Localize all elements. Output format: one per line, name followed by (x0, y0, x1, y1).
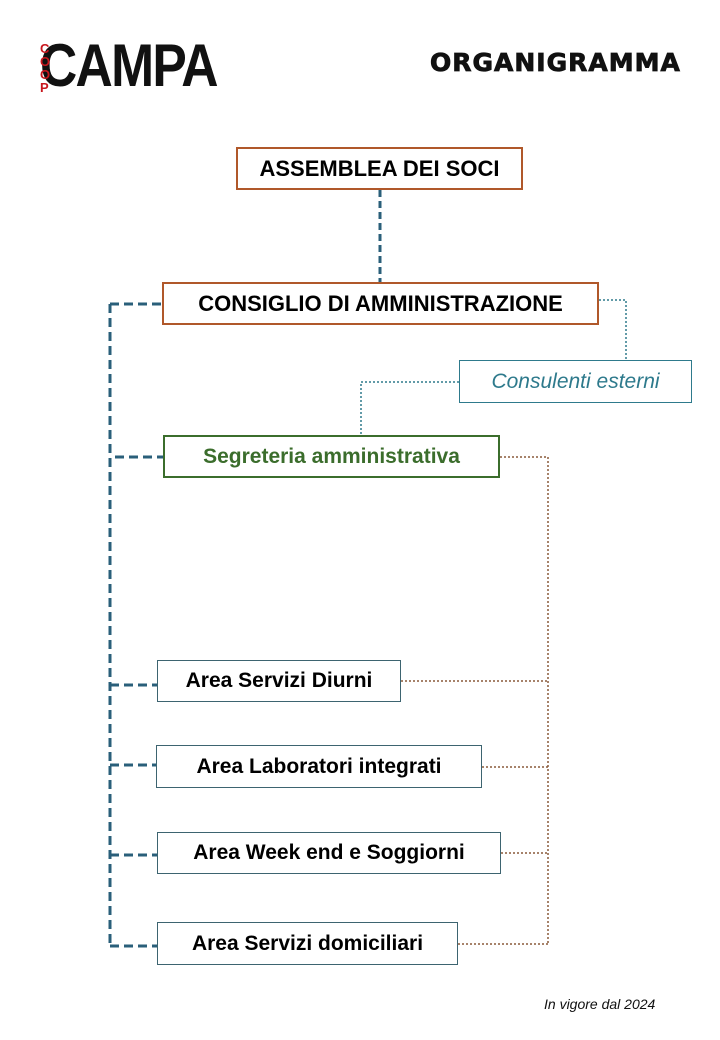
node-consiglio-di-amministrazione: CONSIGLIO DI AMMINISTRAZIONE (162, 282, 599, 325)
logo-coop-letter: O (40, 67, 51, 82)
logo-coop-letter: C (40, 41, 50, 56)
logo-text: CAMPA (40, 32, 218, 99)
node-area-week-end-soggiorni: Area Week end e Soggiorni (157, 832, 501, 874)
node-assemblea-dei-soci: ASSEMBLEA DEI SOCI (236, 147, 523, 190)
node-area-laboratori-integrati: Area Laboratori integrati (156, 745, 482, 788)
node-consulenti-esterni: Consulenti esterni (459, 360, 692, 403)
node-area-servizi-domiciliari: Area Servizi domiciliari (157, 922, 458, 965)
logo-coop-mark: C O O P (40, 41, 54, 94)
node-segreteria-amministrativa: Segreteria amministrativa (163, 435, 500, 478)
node-area-servizi-diurni: Area Servizi Diurni (157, 660, 401, 702)
coop-campa-logo: CAMPA (40, 34, 246, 98)
logo-coop-letter: O (40, 54, 51, 69)
effective-date-note: In vigore dal 2024 (544, 996, 656, 1012)
logo-coop-letter: P (40, 80, 49, 95)
page-title: ORGANIGRAMMA (430, 48, 681, 78)
connector-consulenti-segreteria (360, 381, 459, 435)
connector-consiglio-consulenti (599, 299, 627, 360)
